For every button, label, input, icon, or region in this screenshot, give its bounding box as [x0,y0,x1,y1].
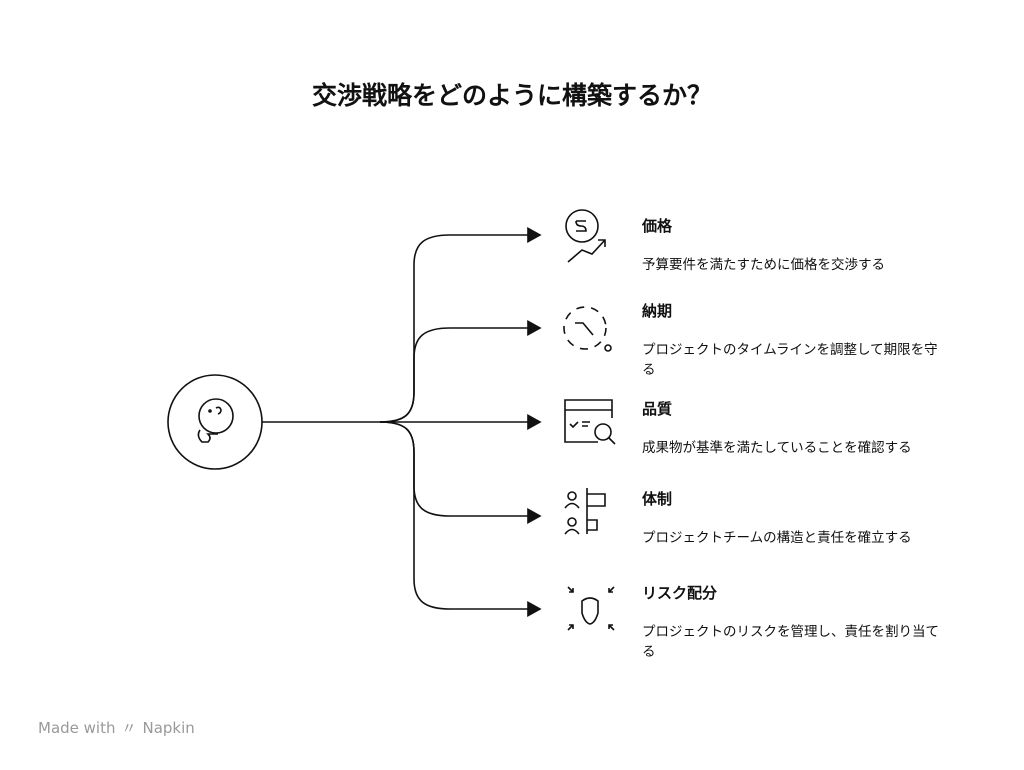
branch-arrow [379,320,542,423]
branch-item: 価格予算要件を満たすために価格を交渉する [642,215,947,275]
page-title: 交渉戦略をどのように構築するか？ [311,81,712,110]
item-heading: 体制 [642,490,673,508]
branch-item: リスク配分プロジェクトのリスクを管理し、責任を割り当てる [642,582,947,662]
branch-item: 納期プロジェクトのタイムラインを調整して期限を守る [642,300,947,380]
branch-item: 体制プロジェクトチームの構造と責任を確立する [642,488,947,548]
deadline-clock-icon [563,306,612,352]
item-heading: 品質 [642,400,673,418]
item-description: 成果物が基準を満たしていることを確認する [642,440,912,456]
quality-inspection-icon [564,399,616,445]
item-heading: 価格 [642,217,673,235]
item-description: プロジェクトチームの構造と責任を確立する [642,530,912,546]
branch-item: 品質成果物が基準を満たしていることを確認する [642,398,947,458]
item-description: プロジェクトのリスクを管理し、責任を割り当てる [642,624,939,660]
branch-arrow [379,421,542,524]
watermark-prefix: Made with [38,718,116,737]
risk-shield-icon [567,586,615,631]
branch-arrow [379,421,542,617]
watermark-brand: Napkin [142,718,195,737]
price-trend-icon [565,209,606,263]
item-description: プロジェクトのタイムラインを調整して期限を守る [642,342,938,378]
item-description: 予算要件を満たすために価格を交渉する [642,257,885,273]
item-heading: リスク配分 [642,584,718,602]
thinking-face-icon [197,398,234,443]
item-heading: 納期 [642,302,673,320]
napkin-logo-icon: 〃 [121,719,137,737]
watermark: Made with 〃 Napkin [38,717,195,738]
team-structure-icon [564,488,606,535]
center-node [167,374,263,470]
